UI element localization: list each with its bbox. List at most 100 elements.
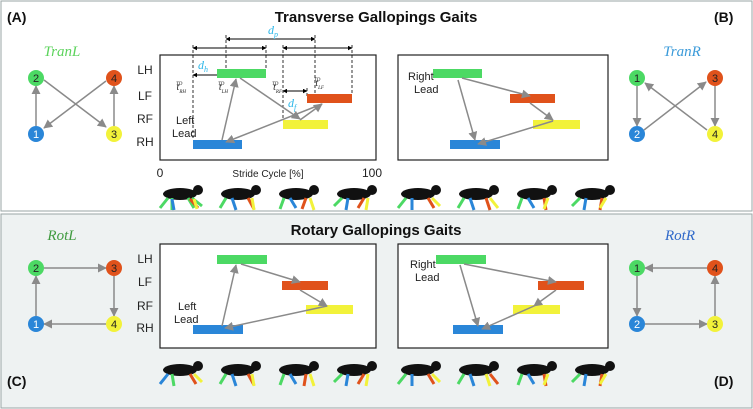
node-tranl-1 xyxy=(28,126,44,142)
rotl-graph: 2 3 1 4 xyxy=(28,260,122,332)
dog-silhouette xyxy=(332,185,377,211)
top-right-gait-panel: Right Lead xyxy=(397,54,609,161)
node-label: 2 xyxy=(33,263,39,275)
t-rh-label: tRHTD xyxy=(176,82,186,95)
t-lh-label: tLHTD xyxy=(218,82,228,95)
gait-name-tranl: TranL xyxy=(44,44,81,60)
dog-silhouette xyxy=(516,185,557,211)
dog-silhouette xyxy=(570,361,615,387)
tick-0: 0 xyxy=(157,166,164,180)
node-tranr-4 xyxy=(707,126,723,142)
dog-silhouette xyxy=(570,185,615,211)
node-tranl-2 xyxy=(28,70,44,86)
node-rotl-4 xyxy=(106,316,122,332)
node-label: 4 xyxy=(111,319,117,331)
dh-label: dh xyxy=(198,58,208,74)
node-rotl-2 xyxy=(28,260,44,276)
node-label: 2 xyxy=(634,129,640,141)
bar-rh xyxy=(193,325,243,334)
df-label: df xyxy=(288,96,298,112)
bar-rf xyxy=(513,305,560,314)
label-a: (A) xyxy=(7,9,26,25)
dog-silhouette xyxy=(218,361,261,387)
tranl-graph: 2 4 1 3 xyxy=(28,70,122,142)
node-rotl-3 xyxy=(106,260,122,276)
left-lead-label-1: Left xyxy=(178,301,196,313)
row-label-lf: LF xyxy=(138,275,152,289)
left-lead-label-2: Lead xyxy=(172,128,196,140)
node-rotr-4 xyxy=(707,260,723,276)
gait-name-tranr: TranR xyxy=(663,44,701,60)
top-dog-silhouettes xyxy=(158,185,615,211)
rotr-graph: 1 4 2 3 xyxy=(629,260,723,332)
node-label: 1 xyxy=(634,263,640,275)
node-tranl-3 xyxy=(106,126,122,142)
dog-silhouette xyxy=(278,185,319,211)
right-lead-label-1: Right xyxy=(408,71,434,83)
label-c: (C) xyxy=(7,373,26,389)
node-label: 4 xyxy=(712,263,718,275)
tranr-graph: 1 3 2 4 xyxy=(629,70,723,142)
node-label: 1 xyxy=(33,129,39,141)
right-lead-label-2: Lead xyxy=(415,272,439,284)
bar-lh xyxy=(217,69,266,78)
bar-lf xyxy=(282,281,328,290)
node-label: 4 xyxy=(111,73,117,85)
row-label-lf: LF xyxy=(138,89,152,103)
bar-lf xyxy=(510,94,555,103)
bar-rf xyxy=(306,305,353,314)
row-label-lh: LH xyxy=(137,252,152,266)
bottom-dog-silhouettes xyxy=(158,361,615,387)
dp-label: dp xyxy=(268,23,278,39)
bar-rf xyxy=(283,120,328,129)
bar-rh xyxy=(453,325,503,334)
dog-silhouette xyxy=(396,185,442,210)
bar-rh xyxy=(193,140,242,149)
node-label: 2 xyxy=(33,73,39,85)
node-label: 3 xyxy=(111,129,117,141)
node-label: 3 xyxy=(712,319,718,331)
node-tranr-3 xyxy=(707,70,723,86)
bar-lf xyxy=(307,94,352,103)
dog-silhouette xyxy=(158,185,203,211)
row-label-rf: RF xyxy=(137,299,153,313)
bar-lh xyxy=(436,255,486,264)
row-label-rh: RH xyxy=(136,321,153,335)
bottom-left-gait-panel: LH LF RF RH Left Lead xyxy=(136,243,377,349)
node-label: 1 xyxy=(33,319,39,331)
bar-rf xyxy=(533,120,580,129)
node-rotr-1 xyxy=(629,260,645,276)
node-rotr-2 xyxy=(629,316,645,332)
t-rf-label: tRFTD xyxy=(272,82,283,95)
dog-silhouette xyxy=(456,185,500,211)
node-rotr-3 xyxy=(707,316,723,332)
bottom-right-gait-panel: Right Lead xyxy=(397,243,609,349)
row-label-rf: RF xyxy=(137,112,153,126)
row-label-rh: RH xyxy=(136,135,153,149)
node-tranr-2 xyxy=(629,126,645,142)
top-title: Transverse Gallopings Gaits xyxy=(275,9,478,26)
right-lead-label-2: Lead xyxy=(414,84,438,96)
row-label-lh: LH xyxy=(137,63,152,77)
node-label: 3 xyxy=(111,263,117,275)
bottom-title: Rotary Gallopings Gaits xyxy=(291,222,462,239)
axis-title: Stride Cycle [%] xyxy=(232,169,303,180)
left-lead-label-1: Left xyxy=(176,115,194,127)
t-lf-label: tLFTD xyxy=(314,78,325,91)
dog-silhouette xyxy=(456,361,500,387)
bar-rh xyxy=(450,140,500,149)
node-label: 2 xyxy=(634,319,640,331)
left-lead-label-2: Lead xyxy=(174,314,198,326)
gait-name-rotl: RotL xyxy=(46,228,76,244)
gait-name-rotr: RotR xyxy=(664,228,695,244)
tick-100: 100 xyxy=(362,166,382,180)
node-label: 1 xyxy=(634,73,640,85)
node-label: 3 xyxy=(712,73,718,85)
node-rotl-1 xyxy=(28,316,44,332)
node-tranl-4 xyxy=(106,70,122,86)
dog-silhouette xyxy=(332,361,377,387)
bar-lh xyxy=(433,69,482,78)
dog-silhouette xyxy=(396,361,442,386)
